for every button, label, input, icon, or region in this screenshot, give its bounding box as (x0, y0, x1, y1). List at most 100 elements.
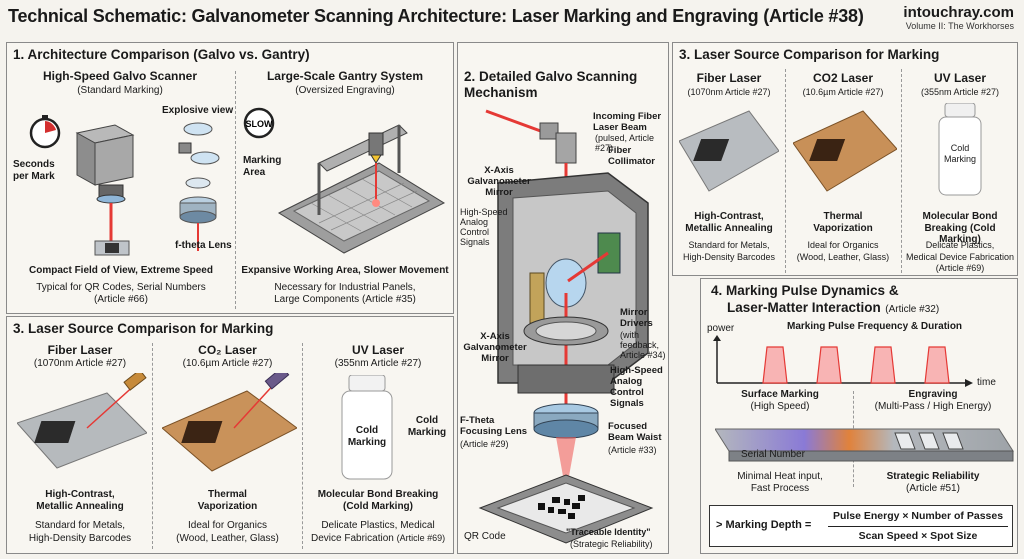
section4-title2-ref: (Article #32) (885, 304, 940, 315)
qr-label: QR Code (464, 531, 506, 542)
volume-label: Volume II: The Workhorses (905, 21, 1014, 31)
section3b-title: 3. Laser Source Comparison for Marking (13, 321, 274, 336)
s3t-co2-effect2: Vaporization (813, 223, 873, 234)
ftheta-label: f-theta Lens (175, 240, 232, 251)
s3b-fiber-effect2: Metallic Annealing (36, 501, 124, 512)
material-bar (715, 428, 1014, 462)
s3t-uv-bottle-label: Cold Marking (943, 143, 976, 164)
galvo-illustration (29, 115, 220, 256)
pulse-chart-title: Marking Pulse Frequency & Duration (787, 321, 963, 332)
s3b-div1 (152, 343, 153, 549)
collimator-label: Fiber Collimator (608, 145, 655, 167)
incoming-beam-label: Incoming Fiber Laser Beam (593, 111, 662, 133)
section1-title: 1. Architecture Comparison (Galvo vs. Ga… (13, 47, 310, 62)
s3t-co2-use2: (Wood, Leather, Glass) (796, 252, 890, 262)
s3t-uv-spec: (355nm Article #27) (920, 87, 1000, 97)
analog-small-label: High-Speed Analog Control Signals (460, 207, 508, 247)
gantry-note2: Large Components (Article #35) (274, 294, 416, 305)
ftheta-lens-sub: (Article #29) (460, 439, 509, 449)
s3t-uv-effect2: Breaking (Cold Marking) (924, 223, 996, 245)
section4-title2: Laser-Matter Interaction (727, 300, 881, 315)
s3t-uv-bottle-icon (938, 103, 982, 196)
formula-fraction-bar (828, 526, 1008, 527)
s3t-fiber-name: Fiber Laser (696, 71, 762, 85)
s3t-fiber-effect1: High-Contrast, (694, 211, 764, 222)
s3t-fiber-spec: (1070nm Article #27) (687, 87, 771, 97)
s3b-uv-effect1: Molecular Bond Breaking (317, 489, 439, 500)
gantry-sub: (Oversized Engraving) (295, 85, 395, 96)
s3t-uv-use3: (Article #69) (935, 263, 985, 273)
surface-label: Surface Marking (741, 389, 819, 400)
s3t-fiber-plate (679, 110, 779, 192)
x-mirror-bottom-label: X-Axis Galvanometer Mirror (463, 331, 527, 364)
galvo-mechanism-illustration (478, 109, 654, 544)
gantry-caption: Expansive Working Area, Slower Movement (241, 265, 449, 276)
svg-text:SLOW: SLOW (246, 119, 274, 129)
incoming-beam-sub: (pulsed, Article #27) (595, 133, 655, 153)
collimator-icon (539, 122, 559, 140)
s3b-co2-illustration (162, 373, 297, 472)
exploded-lens-icon (178, 122, 220, 251)
s3t-co2-spec: (10.6µm Article #27) (802, 87, 884, 97)
qr-mark (105, 243, 119, 253)
section3-bottom-panel: 3. Laser Source Comparison for Marking F… (6, 316, 454, 554)
pulse-chart (713, 335, 973, 387)
s3b-fiber-use1: Standard for Metals, (34, 520, 126, 531)
x-motor-icon (529, 272, 545, 324)
s3t-co2-plate (793, 110, 897, 192)
reliability-label: Strategic Reliability (886, 471, 980, 482)
heat-label2: Fast Process (750, 483, 810, 494)
galvo-sub: (Standard Marking) (77, 85, 163, 96)
formula-denominator: Scan Speed × Spot Size (858, 530, 978, 542)
section2-panel: 2. Detailed Galvo Scanning Mechanism (457, 42, 669, 554)
marking-area-label: Marking Area (243, 155, 282, 178)
waist-sub: (Article #33) (608, 445, 657, 455)
s3t-uv-use1: Delicate Plastics, (925, 240, 995, 250)
gantry-name: Large-Scale Gantry System (266, 69, 424, 83)
analog-label: High-Speed Analog Control Signals (610, 365, 663, 409)
s3b-fiber-spec: (1070nm Article #27) (33, 358, 127, 369)
formula-box: > Marking Depth = Pulse Energy × Number … (709, 505, 1013, 547)
galvo-note1: Typical for QR Codes, Serial Numbers (36, 282, 206, 293)
s3t-co2-use1: Ideal for Organics (807, 240, 879, 250)
formula-numerator: Pulse Energy × Number of Passes (832, 510, 1004, 522)
site-name: intouchray.com (903, 4, 1014, 21)
seconds-per-mark: Seconds per Mark (13, 159, 55, 182)
engraving-sub: (Multi-Pass / High Energy) (874, 401, 992, 412)
s3b-uv-callout: Cold Marking (407, 415, 447, 438)
incoming-beam (485, 109, 547, 135)
section1-divider (235, 71, 236, 309)
s3t-div1 (785, 69, 786, 273)
identity-sub: (Strategic Reliability) (570, 539, 653, 549)
surface-sub: (High Speed) (750, 401, 810, 412)
s3b-co2-use2: (Wood, Leather, Glass) (176, 533, 279, 544)
s3b-co2-effect2: Vaporization (197, 501, 258, 512)
s3t-uv-name: UV Laser (933, 71, 987, 85)
gantry-illustration: SLOW (243, 107, 446, 254)
qr-code-icon (538, 495, 585, 519)
section4-title2-row: Laser-Matter Interaction (Article #32) (727, 299, 939, 317)
s3b-uv-effect2: (Cold Marking) (343, 501, 413, 512)
engraved-grooves (894, 432, 964, 450)
s3b-fiber-use2: High-Density Barcodes (28, 533, 132, 544)
section4-title1: 4. Marking Pulse Dynamics & (711, 283, 899, 298)
galvo-note2: (Article #66) (94, 294, 148, 305)
serial-number-label: Serial Number (741, 449, 805, 460)
section3t-title: 3. Laser Source Comparison for Marking (679, 47, 940, 62)
s3t-co2-name: CO2 Laser (812, 71, 874, 85)
s3t-fiber-use2: High-Density Barcodes (682, 252, 776, 262)
power-axis-label: power (707, 323, 735, 334)
s3b-uv-use1: Delicate Plastics, Medical (321, 520, 435, 531)
s3b-uv-use2-row: Device Fabrication (Article #69) (311, 533, 451, 544)
slow-icon: SLOW (243, 107, 275, 139)
page-title: Technical Schematic: Galvanometer Scanni… (8, 6, 864, 26)
time-axis-label: time (977, 377, 996, 388)
pulse-train (762, 346, 950, 384)
driver-board-icon (597, 232, 621, 274)
stopwatch-icon (29, 115, 61, 149)
brand-block: intouchray.com Volume II: The Workhorses (903, 4, 1014, 31)
section4-panel: 4. Marking Pulse Dynamics & Laser-Matter… (700, 278, 1018, 554)
s3b-div2 (302, 343, 303, 549)
x-mirror-top-label: X-Axis Galvanometer Mirror (467, 165, 531, 198)
galvo-name: High-Speed Galvo Scanner (42, 69, 198, 83)
